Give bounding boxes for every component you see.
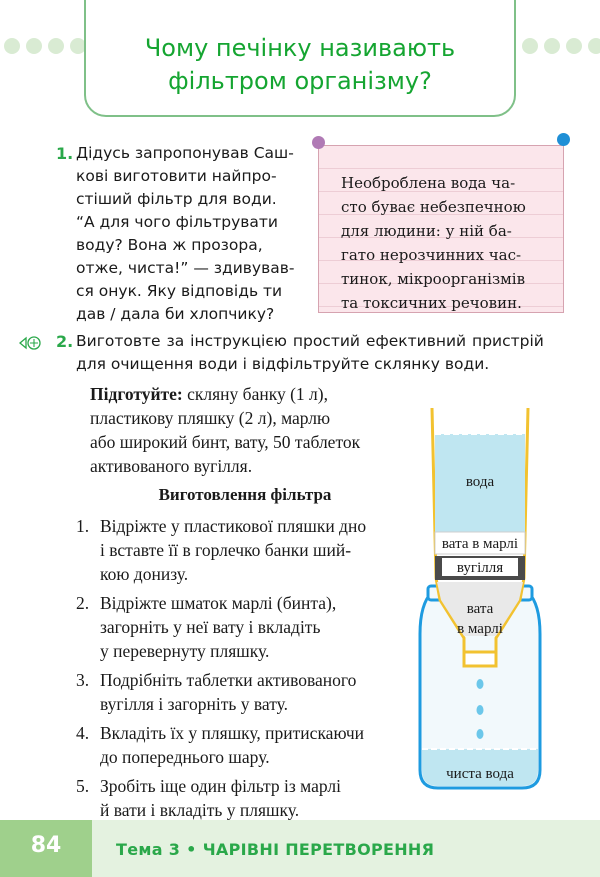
step-line: кою донизу. (100, 564, 189, 584)
step-line: Відріжте шматок марлі (бинта), (100, 593, 337, 613)
section-heading: Виготовлення фільтра (158, 485, 332, 504)
title-line-1: Чому печінку називають (144, 34, 456, 62)
step-line: у перевернуту пляшку. (100, 641, 270, 661)
prepare-text: скляну банку (1 л), (182, 384, 328, 404)
step-line: Зробіть іще один фільтр із марлі (100, 776, 341, 796)
task2-line: для очищення води і відфільтруйте склянк… (76, 355, 490, 373)
page-title: Чому печінку називають фільтром організм… (84, 32, 516, 98)
step-line: до попереднього шару. (100, 747, 270, 767)
task1-line: стіший фільтр для води. (76, 190, 277, 208)
step-line: загорніть у неї вату і вкладіть (100, 617, 321, 637)
task1-line: кові виготовити найпро- (76, 167, 277, 185)
task2-number: 2. (56, 332, 74, 351)
step-line: і вставте її в горлечко банки ший- (100, 540, 352, 560)
chapter-title: ЧАРІВНІ ПЕРЕТВОРЕННЯ (202, 840, 435, 859)
step-number: 3. (76, 670, 90, 690)
label-clean-water: чиста вода (446, 766, 514, 782)
page-number-box (0, 820, 92, 877)
label-water: вода (466, 474, 495, 490)
prepare-label: Підготуйте: (90, 384, 183, 404)
pin-icon (557, 133, 570, 146)
footer-bar (0, 820, 600, 877)
topic-label: Тема 3 (116, 840, 181, 859)
recycle-leaf-icon (18, 336, 41, 350)
step-number: 4. (76, 723, 90, 743)
task1-line: ся онук. Яку відповідь ти (76, 282, 283, 300)
note-line: для людини: у ній ба- (341, 222, 512, 240)
title-box (84, 0, 516, 117)
jar (418, 590, 542, 790)
footer-topic: Тема 3 • ЧАРІВНІ ПЕРЕТВОРЕННЯ (116, 840, 434, 859)
pin-icon (312, 136, 325, 149)
step-item: 5. Зробіть іще один фільтр із марлі й ват… (76, 774, 406, 822)
task2-instruction: Виготовте за інструкцією простий ефектив… (76, 330, 576, 376)
task1-line: воду? Вона ж прозора, (76, 236, 263, 254)
step-line: й вати і вкладіть у пляшку. (100, 800, 300, 820)
prepare-list: Підготуйте: скляну банку (1 л), пластико… (90, 382, 410, 478)
topic-bullet: • (186, 840, 197, 859)
step-item: 4. Вкладіть їх у пляшку, притискаючи до п… (76, 721, 406, 769)
info-note-text: Необроблена вода ча- сто буває небезпечн… (341, 171, 563, 315)
task1-line: “А для чого фільтрувати (76, 213, 279, 231)
task1-line: дав / дала би хлопчику? (76, 305, 275, 323)
label-charcoal: вугілля (457, 560, 503, 576)
label-cotton-gauze: вата в марлі (442, 536, 518, 552)
note-line: Необроблена вода ча- (341, 174, 516, 192)
task1-line: Дідусь запропонував Саш- (76, 144, 294, 162)
note-line: гато нерозчинних час- (341, 246, 522, 264)
prepare-line: пластикову пляшку (2 л), марлю (90, 408, 331, 428)
prepare-line: активованого вугілля. (90, 456, 253, 476)
note-line: сто буває небезпечною (341, 198, 526, 216)
task1-number: 1. (56, 144, 74, 163)
step-number: 2. (76, 593, 90, 613)
step-item: 2. Відріжте шматок марлі (бинта), загорні… (76, 591, 406, 663)
step-item: 3. Подрібніть таблетки активованого вугіл… (76, 668, 406, 716)
page-number: 84 (30, 833, 62, 858)
step-line: Відріжте у пластикової пляшки дно (100, 516, 367, 536)
task1-line: отже, чиста!” — здивував- (76, 259, 295, 277)
task1-question: Дідусь запропонував Саш- кові виготовити… (76, 142, 296, 326)
decor-dots-left (4, 36, 86, 56)
step-line: Подрібніть таблетки активованого (100, 670, 357, 690)
note-line: та токсичних речовин. (341, 294, 522, 312)
prepare-line: або широкий бинт, вату, 50 таблеток (90, 432, 361, 452)
label-in-gauze: в марлі (457, 621, 503, 637)
step-line: Вкладіть їх у пляшку, притискаючи (100, 723, 365, 743)
title-line-2: фільтром організму? (168, 67, 432, 95)
step-line: вугілля і загорніть у вату. (100, 694, 288, 714)
note-line: тинок, мікроорганізмів (341, 270, 526, 288)
decor-dots-right (522, 36, 600, 56)
label-cotton: вата (467, 601, 494, 617)
filter-diagram: вода вата в марлі вугілля вата в марлі ч… (418, 407, 542, 790)
steps-list: 1. Відріжте у пластикової пляшки дно і вс… (76, 514, 406, 827)
step-item: 1. Відріжте у пластикової пляшки дно і вс… (76, 514, 406, 586)
step-number: 5. (76, 776, 90, 796)
task2-line: Виготовте за інструкцією простий ефектив… (76, 332, 544, 350)
step-number: 1. (76, 516, 90, 536)
info-note: Необроблена вода ча- сто буває небезпечн… (318, 145, 564, 313)
